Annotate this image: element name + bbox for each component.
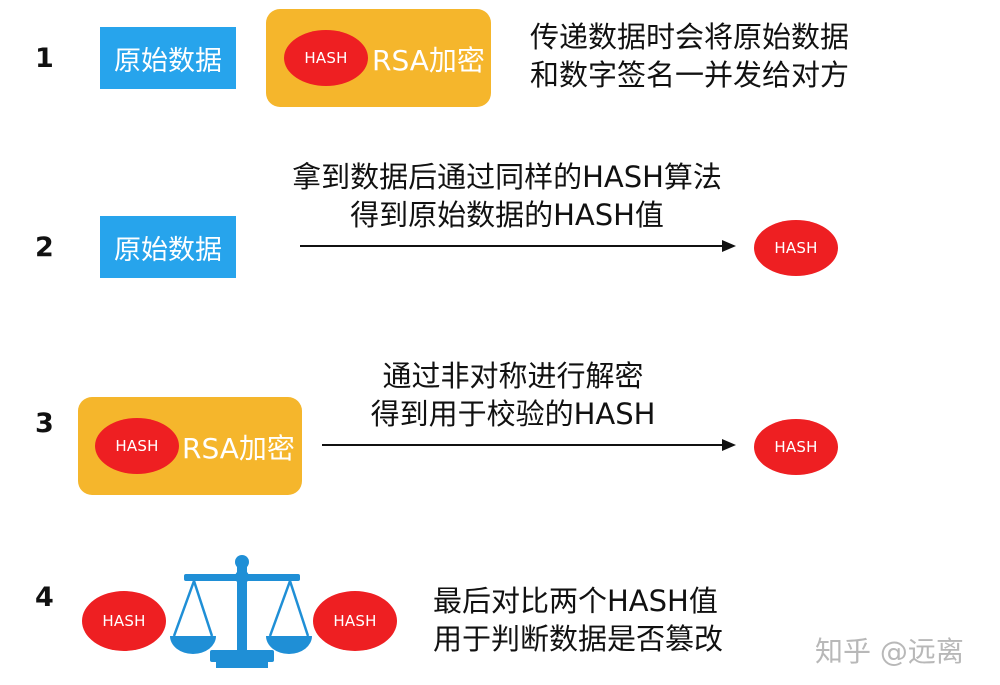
right-hash-badge: HASH [313,591,397,651]
original-data-box: 原始数据 [100,216,236,278]
signature-rsa-box: HASH RSA加密 [266,9,491,107]
hash-badge: HASH [284,30,368,86]
step3-arrow-line [322,444,724,446]
step2-arrow-head [722,240,736,252]
step1-description-line2: 和数字签名一并发给对方 [530,58,850,92]
balance-scale-icon [170,555,312,668]
step2-arrow-line [300,245,724,247]
step2-arrow-label: 拿到数据后通过同样的HASH算法 得到原始数据的HASH值 [258,158,756,234]
step4-description-line1: 最后对比两个HASH值 [433,584,718,618]
step-number-3: 3 [35,408,54,439]
step-number-4: 4 [35,582,54,613]
step4-description-line2: 用于判断数据是否篡改 [433,622,724,656]
step1-description: 传递数据时会将原始数据 和数字签名一并发给对方 [530,18,849,94]
original-data-box: 原始数据 [100,27,236,89]
hash-badge: HASH [95,418,179,474]
step2-arrow-label-line1: 拿到数据后通过同样的HASH算法 [292,160,722,194]
step3-arrow-head [722,439,736,451]
step4-description: 最后对比两个HASH值 用于判断数据是否篡改 [433,582,723,658]
rsa-encrypt-label: RSA加密 [182,432,295,465]
step-number-2: 2 [35,232,54,263]
step-number-1: 1 [35,43,54,74]
rsa-encrypt-label: RSA加密 [372,44,485,77]
step3-arrow-label-line2: 得到用于校验的HASH [370,397,656,431]
signature-rsa-box: HASH RSA加密 [78,397,302,495]
step3-arrow-label-line1: 通过非对称进行解密 [382,359,644,393]
step2-arrow-label-line2: 得到原始数据的HASH值 [350,198,664,232]
step1-description-line1: 传递数据时会将原始数据 [530,20,850,54]
computed-hash-badge: HASH [754,220,838,276]
watermark: 知乎 @远离 [815,635,964,668]
decrypted-hash-badge: HASH [754,419,838,475]
left-hash-badge: HASH [82,591,166,651]
step3-arrow-label: 通过非对称进行解密 得到用于校验的HASH [330,357,696,433]
